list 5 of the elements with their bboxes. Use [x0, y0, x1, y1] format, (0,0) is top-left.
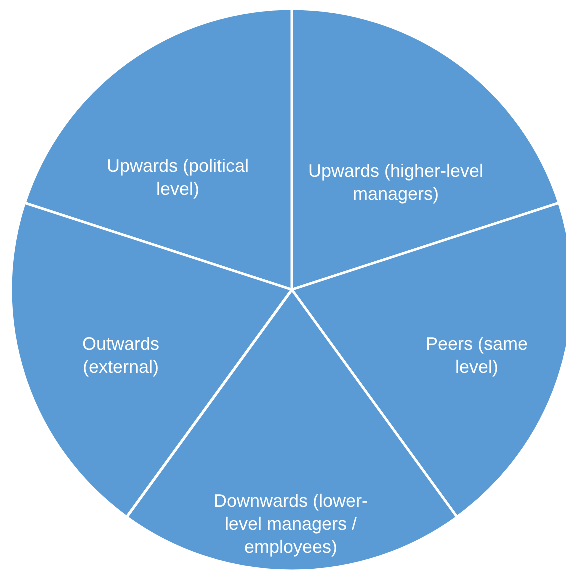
segment-label: Downwards (lower-level managers / employees): [212, 490, 369, 559]
segment-label: Upwards (higher-level managers): [307, 160, 485, 206]
segment-label: Upwards (political level): [106, 155, 250, 201]
segment-label: Peers (same level): [424, 332, 530, 379]
segment-label: Outwards (external): [81, 332, 161, 379]
